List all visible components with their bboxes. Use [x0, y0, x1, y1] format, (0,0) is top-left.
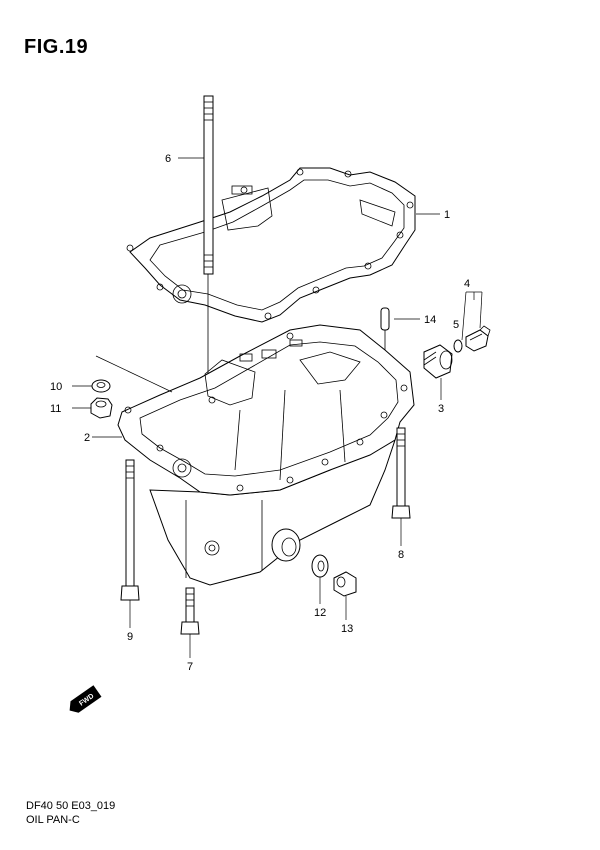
callout-9: 9	[127, 631, 133, 643]
callout-10: 10	[50, 381, 62, 393]
drain-plug-part-13[interactable]	[333, 571, 357, 597]
sensor-part-4[interactable]	[465, 325, 491, 352]
callout-numbers: 1 2 3 4 5 6 7 8 9 10 11 12 13 14	[50, 153, 470, 673]
callout-1: 1	[444, 209, 450, 221]
callout-3: 3	[438, 403, 444, 415]
callout-4: 4	[464, 278, 470, 290]
leader-lines	[72, 157, 483, 658]
model-code: DF40 50 E03_019	[26, 800, 116, 812]
bolt-part-8[interactable]	[391, 427, 411, 519]
callout-14: 14	[424, 314, 436, 326]
figure-title: FIG.19	[24, 36, 89, 58]
o-ring-part-5[interactable]	[453, 339, 463, 353]
figure-caption: OIL PAN-C	[26, 814, 80, 826]
stud-part-6[interactable]	[203, 95, 214, 400]
fwd-direction-badge: FWD	[69, 685, 102, 713]
bolt-part-7[interactable]	[180, 587, 200, 635]
bolt-part-9[interactable]	[120, 459, 140, 601]
callout-8: 8	[398, 549, 404, 561]
callout-12: 12	[314, 607, 326, 619]
callout-5: 5	[453, 319, 459, 331]
callout-13: 13	[341, 623, 353, 635]
callout-7: 7	[187, 661, 193, 673]
washer-part-12[interactable]	[311, 554, 329, 578]
oil-pan-part-2[interactable]	[117, 324, 415, 586]
callout-6: 6	[165, 153, 171, 165]
fitting-part-3[interactable]	[423, 344, 453, 379]
gasket-part-1[interactable]	[126, 167, 416, 323]
nut-part-11[interactable]	[90, 397, 113, 419]
washer-part-10[interactable]	[91, 379, 111, 393]
callout-11: 11	[50, 403, 61, 415]
callout-2: 2	[84, 432, 90, 444]
